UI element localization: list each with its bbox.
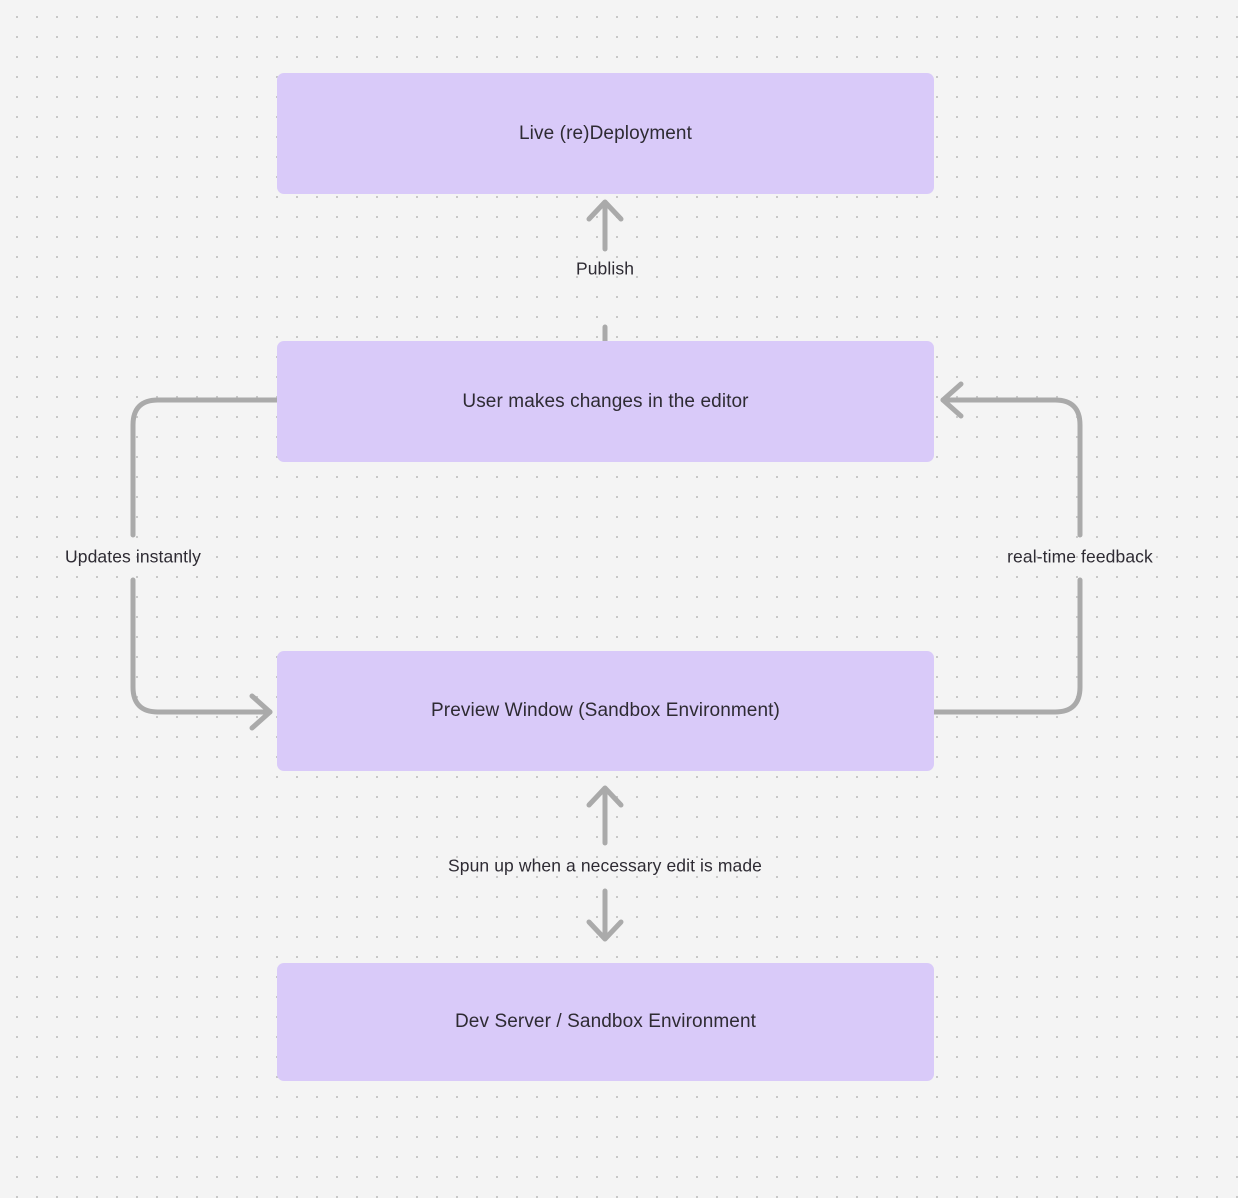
arrowhead-right-updates [249, 693, 273, 731]
node-user-edits[interactable]: User makes changes in the editor [277, 341, 934, 462]
arrowhead-down-spun [586, 919, 624, 942]
node-label-live-deployment: Live (re)Deployment [519, 122, 692, 144]
node-label-dev-server: Dev Server / Sandbox Environment [454, 1011, 756, 1032]
edge-label-spun-up: Spun up when a necessary edit is made [447, 855, 763, 876]
node-preview-window[interactable]: Preview Window (Sandbox Environment) [277, 651, 934, 771]
arrowhead-left-feedback [940, 381, 964, 419]
arrowhead-up-publish [586, 199, 624, 222]
edge-label-real-time-feedback: real-time feedback [1007, 546, 1153, 567]
edge-label-publish: Publish [575, 258, 635, 279]
edge-label-updates-instantly: Updates instantly [65, 546, 201, 567]
arrowhead-up-spun [586, 785, 624, 808]
node-label-user-edits: User makes changes in the editor [462, 390, 749, 412]
node-dev-server[interactable]: Dev Server / Sandbox Environment [277, 963, 934, 1081]
node-label-preview-window: Preview Window (Sandbox Environment) [431, 700, 780, 721]
node-live-deployment[interactable]: Live (re)Deployment [277, 73, 934, 194]
